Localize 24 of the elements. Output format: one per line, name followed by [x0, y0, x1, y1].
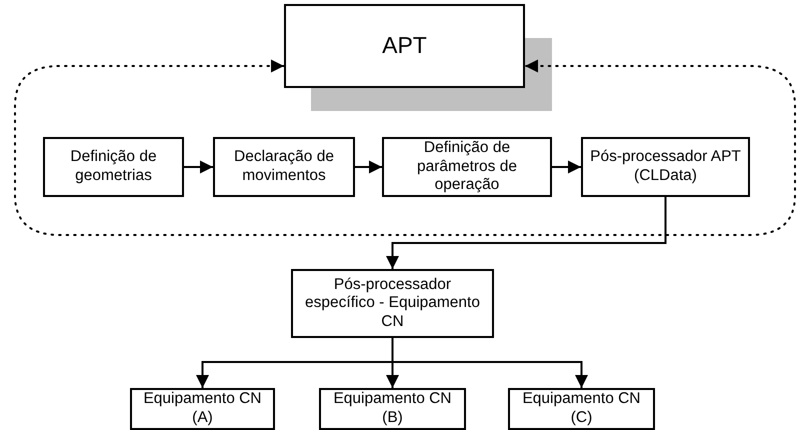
arrow — [184, 160, 213, 174]
arrow — [392, 338, 588, 388]
process-box — [284, 4, 525, 88]
box-label: Definição de geometrias — [69, 148, 158, 186]
box-label: Declaração de movimentos — [233, 148, 335, 186]
process-box — [581, 137, 750, 197]
box-label: Equipamento CN (A) — [142, 390, 263, 428]
process-box — [130, 388, 275, 430]
process-box — [319, 388, 466, 430]
process-box — [213, 137, 355, 197]
process-box — [43, 137, 184, 197]
arrow — [355, 160, 382, 174]
box-label: Equipamento CN (C) — [521, 390, 642, 428]
arrow — [552, 160, 581, 174]
box-label: Pós-processador APT (CLData) — [589, 148, 742, 186]
process-box — [508, 388, 655, 430]
box-label: Equipamento CN (B) — [332, 390, 453, 428]
process-box — [382, 137, 552, 197]
box-label: Pós-processador específico - Equipamento CN — [304, 276, 481, 332]
dotted-loop-arrow — [14, 60, 796, 236]
process-box — [291, 269, 494, 338]
arrow — [386, 197, 666, 269]
box-label: Definição de parâmetros de operação — [416, 139, 518, 195]
box-label: APT — [382, 32, 427, 60]
